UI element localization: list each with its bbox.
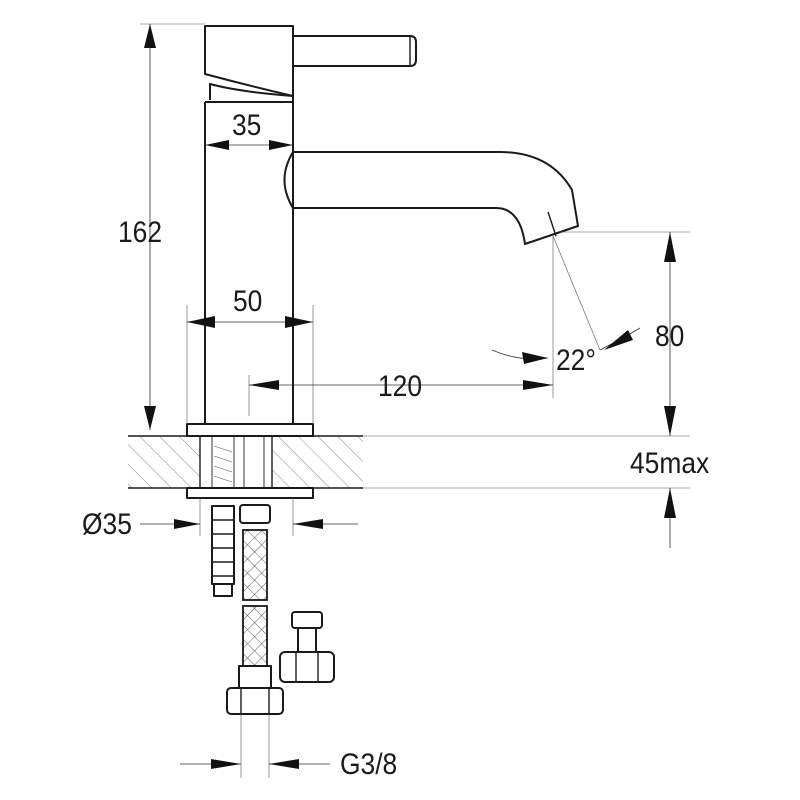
dim-spout-clearance-label: 80 xyxy=(655,320,685,353)
countertop-section xyxy=(128,435,363,489)
dim-spout-reach-label: 120 xyxy=(378,370,423,403)
faucet-spout xyxy=(283,151,579,245)
dim-spout-base-width-label: 35 xyxy=(232,109,262,142)
dim-connection-thread-label: G3/8 xyxy=(340,748,398,781)
faucet-body xyxy=(186,25,417,437)
dimension-lines xyxy=(140,23,690,778)
dim-deck-hole-diameter-label: Ø35 xyxy=(82,508,132,541)
dim-spout-angle-label: 22° xyxy=(556,344,596,377)
mounting-fittings xyxy=(186,487,335,715)
dim-total-height-label: 162 xyxy=(118,216,163,249)
dim-max-deck-thickness-label: 45max xyxy=(630,447,710,480)
dim-base-width-label: 50 xyxy=(233,285,263,318)
